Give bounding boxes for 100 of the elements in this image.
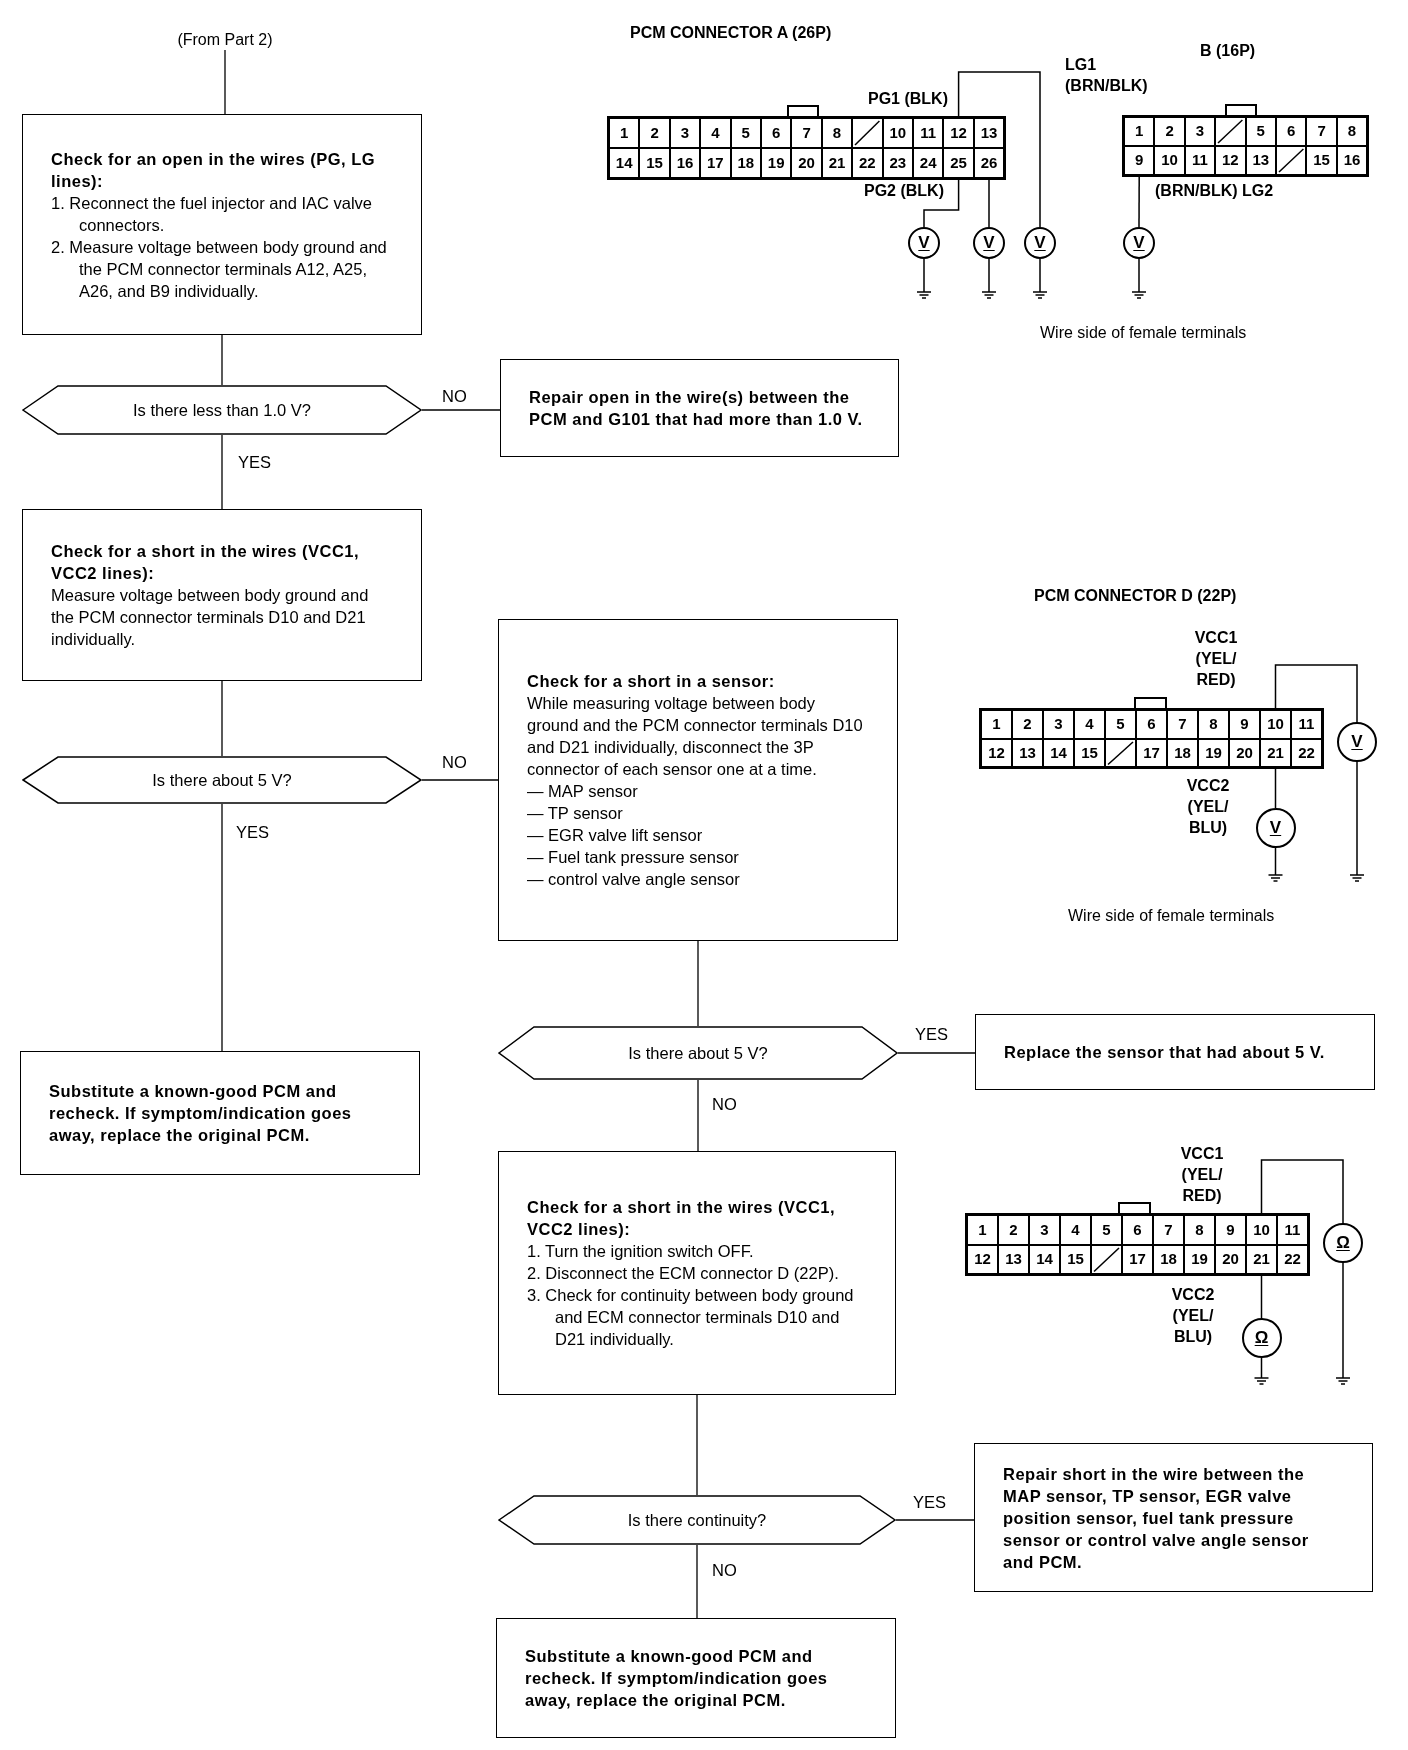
pin-number: 11 xyxy=(1291,710,1322,739)
instruction-text: Replace the sensor that had about 5 V. xyxy=(1004,1042,1326,1063)
pin-number: 7 xyxy=(1153,1215,1184,1245)
flow-line xyxy=(221,334,223,386)
process-box xyxy=(22,509,422,681)
pin-number: 21 xyxy=(1260,738,1291,767)
meter-symbol: V xyxy=(908,227,940,259)
pin-number: 12 xyxy=(967,1244,998,1274)
list-item: — TP sensor xyxy=(527,803,624,824)
pin-number: 4 xyxy=(1074,710,1105,739)
decision-question: Is there about 5 V? xyxy=(152,769,292,791)
wire xyxy=(1260,1159,1344,1224)
pin-number: 12 xyxy=(943,118,974,148)
process-box xyxy=(498,1151,896,1395)
pin-number: 15 xyxy=(1060,1244,1091,1274)
wire xyxy=(1274,664,1358,723)
list-item: 1. Reconnect the fuel injector and IAC valve connectors. xyxy=(51,192,374,236)
meter-symbol: V xyxy=(1024,227,1056,259)
instruction-text: Repair short in the wire between the MAP sensor, TP sensor, EGR valve position sensor, fuel tank pressure sensor or control valve angle sensor and PCM. xyxy=(1003,1463,1310,1573)
flow-line xyxy=(895,1519,975,1521)
pin-number: 1 xyxy=(609,118,640,148)
pin-number: 6 xyxy=(1136,710,1167,739)
pin-number: 19 xyxy=(1184,1244,1215,1274)
diagram-label: VCC2 (YEL/ BLU) xyxy=(1170,1285,1216,1347)
pin-number: 13 xyxy=(1012,738,1043,767)
connector-housing xyxy=(607,116,1007,180)
box-heading: Check for a short in a sensor: xyxy=(527,671,776,692)
pin-number: 7 xyxy=(791,118,822,148)
edge-label: YES xyxy=(913,1492,947,1513)
pin-number: 16 xyxy=(669,148,701,178)
process-box xyxy=(20,1051,420,1175)
list-item: 2. Disconnect the ECM connector D (22P). xyxy=(527,1263,840,1284)
pin-number: 5 xyxy=(1091,1215,1122,1245)
pin-number: 1 xyxy=(1124,117,1155,146)
instruction-text: Substitute a known-good PCM and recheck. If symptom/indication goes away, replace the original PCM. xyxy=(49,1081,353,1146)
diagram-label: Wire side of female terminals xyxy=(1040,323,1248,343)
flow-line xyxy=(224,49,226,115)
list-item: — MAP sensor xyxy=(527,781,639,802)
connector-housing xyxy=(1122,115,1370,177)
connector-housing xyxy=(979,708,1324,769)
empty-cavity xyxy=(1105,738,1136,767)
box-heading: Check for a short in the wires (VCC1, VCC2 lines): xyxy=(527,1197,837,1240)
meter-symbol: V xyxy=(1337,722,1377,762)
pin-number: 2 xyxy=(1012,710,1043,739)
pin-number: 8 xyxy=(1184,1215,1215,1245)
diagram-label: PG2 (BLK) xyxy=(863,181,944,201)
pin-number: 6 xyxy=(1276,117,1307,146)
pin-number: 19 xyxy=(761,148,792,178)
box-heading: Check for an open in the wires (PG, LG lines): xyxy=(51,148,377,192)
pin-number: 20 xyxy=(791,148,822,178)
pin-number: 3 xyxy=(669,118,701,148)
process-box xyxy=(22,114,422,335)
wire xyxy=(957,71,1041,228)
list-item: 3. Check for continuity between body ground and ECM connector terminals D10 and D21 individually. xyxy=(527,1285,855,1350)
pin-number: 14 xyxy=(1029,1244,1060,1274)
diagram-label: (BRN/BLK) LG2 xyxy=(1155,181,1275,201)
decision-question: Is there continuity? xyxy=(627,1509,767,1531)
flow-line xyxy=(696,1544,698,1619)
pin-number: 18 xyxy=(1167,738,1198,767)
pin-number: 13 xyxy=(973,118,1005,148)
edge-label: NO xyxy=(712,1560,737,1581)
decision-question: Is there about 5 V? xyxy=(628,1042,768,1064)
instruction-text: Repair open in the wire(s) between the PCM and G101 that had more than 1.0 V. xyxy=(529,387,864,430)
meter-symbol: V xyxy=(1255,808,1296,848)
list-item: — Fuel tank pressure sensor xyxy=(527,847,740,868)
flow-line xyxy=(696,1394,698,1496)
pin-number: 16 xyxy=(1336,146,1368,175)
flow-line xyxy=(421,409,501,411)
edge-label: NO xyxy=(442,752,467,773)
empty-cavity xyxy=(1091,1244,1122,1274)
decision-question: Is there less than 1.0 V? xyxy=(133,399,311,421)
pin-number: 12 xyxy=(981,738,1012,767)
empty-cavity xyxy=(1215,117,1246,146)
decision-diamond xyxy=(498,1026,898,1080)
meter-symbol: V xyxy=(1123,227,1155,259)
edge-label: YES xyxy=(238,452,272,473)
pin-number: 1 xyxy=(981,710,1012,739)
pin-number: 19 xyxy=(1198,738,1229,767)
diagram-label: B (16P) xyxy=(1200,41,1257,61)
pin-number: 2 xyxy=(1154,117,1185,146)
pin-number: 18 xyxy=(1153,1244,1184,1274)
pin-number: 9 xyxy=(1229,710,1260,739)
pin-number: 7 xyxy=(1167,710,1198,739)
list-item: — EGR valve lift sensor xyxy=(527,825,704,846)
edge-label: YES xyxy=(236,822,270,843)
process-box xyxy=(496,1618,896,1738)
pin-number: 17 xyxy=(1122,1244,1153,1274)
diagram-label: VCC2 (YEL/ BLU) xyxy=(1185,776,1231,838)
flow-line xyxy=(421,779,499,781)
pin-number: 8 xyxy=(1198,710,1229,739)
empty-cavity xyxy=(852,118,883,148)
process-box xyxy=(500,359,899,457)
pin-number: 5 xyxy=(730,118,761,148)
diagram-label: PCM CONNECTOR A (26P) xyxy=(630,23,833,43)
connector-housing xyxy=(965,1213,1310,1276)
decision-diamond xyxy=(498,1495,896,1545)
process-box xyxy=(974,1443,1373,1592)
pin-number: 21 xyxy=(821,148,853,178)
pin-number: 3 xyxy=(1029,1215,1060,1245)
edge-label: YES xyxy=(915,1024,949,1045)
